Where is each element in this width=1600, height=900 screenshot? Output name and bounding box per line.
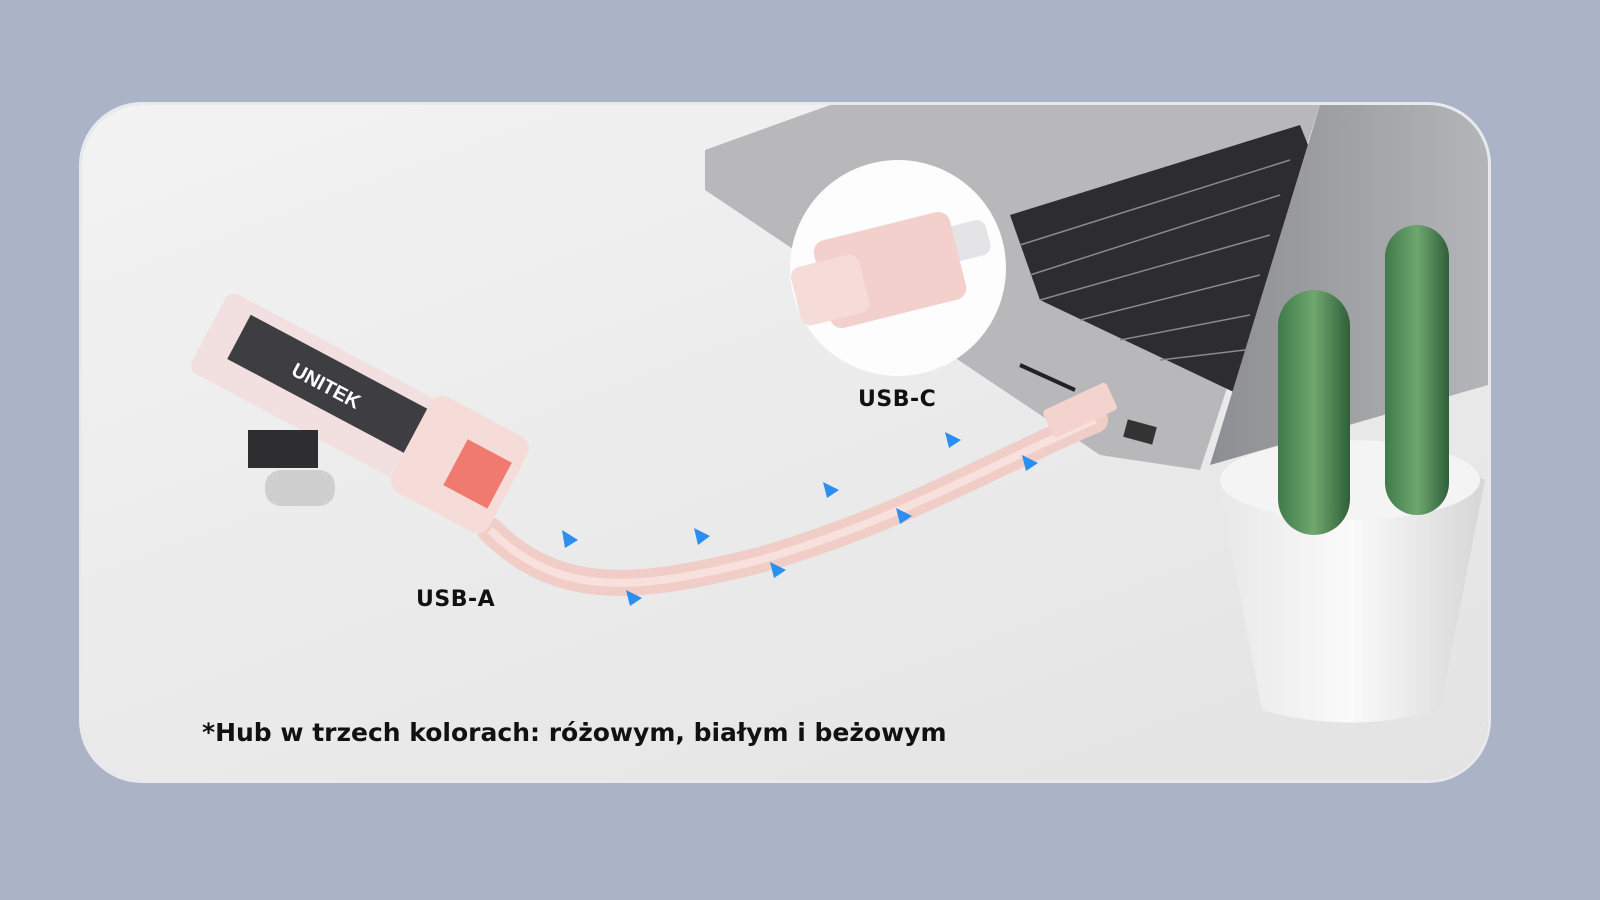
usb-hub: UNITEK xyxy=(191,293,529,534)
hdmi-port xyxy=(1123,419,1157,445)
usb-c-plug xyxy=(1043,382,1117,438)
laptop-keys xyxy=(1019,159,1291,361)
laptop-keyboard xyxy=(1010,125,1310,395)
sd-card-slot xyxy=(1019,363,1076,392)
usb-c-connector-closeup xyxy=(790,211,991,329)
cactus-plant xyxy=(1218,225,1485,723)
color-options-caption: *Hub w trzech kolorach: różowym, białym … xyxy=(202,718,947,747)
data-flow-arrows xyxy=(562,432,1038,606)
usb-drive-ring xyxy=(265,470,335,506)
usb-c-label: USB-C xyxy=(858,387,937,412)
usb-cable xyxy=(477,407,1108,596)
usb-drive xyxy=(248,430,318,468)
usb-a-label: USB-A xyxy=(416,587,496,612)
